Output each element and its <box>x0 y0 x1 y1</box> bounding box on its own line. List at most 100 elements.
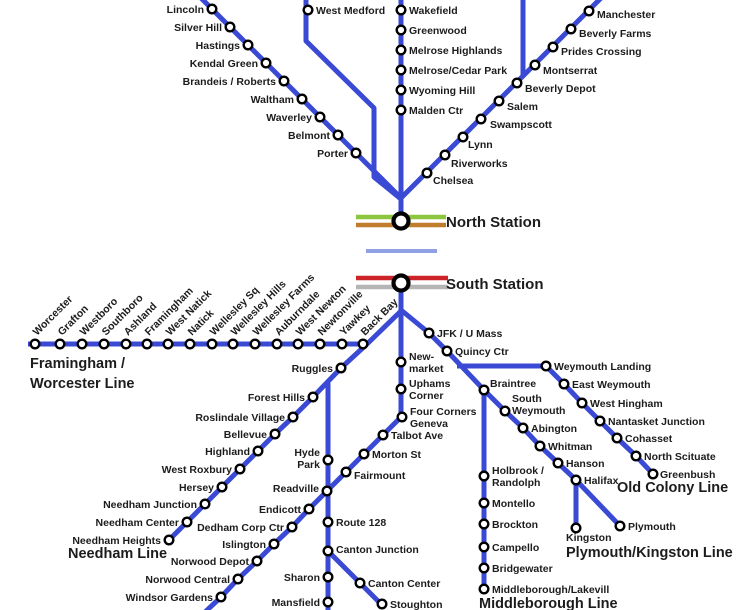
station-dot-grafton <box>54 338 66 350</box>
station-dot-prides-crossing <box>547 41 559 53</box>
station-dot-talbot-ave <box>377 429 389 441</box>
station-label-bellevue: Bellevue <box>224 429 267 441</box>
station-label-route-128: Route 128 <box>336 517 386 529</box>
station-dot-hersey <box>216 481 228 493</box>
station-dot-auburndale <box>271 338 283 350</box>
station-dot-braintree <box>478 384 490 396</box>
station-label-talbot-ave: Talbot Ave <box>391 430 443 442</box>
station-label-stoughton: Stoughton <box>390 599 442 610</box>
station-dot-islington <box>268 538 280 550</box>
station-label-plymouth: Plymouth <box>628 521 676 533</box>
station-label-manchester: Manchester <box>597 9 655 21</box>
station-dot-roslindale-village <box>287 411 299 423</box>
station-label-beverly-farms: Beverly Farms <box>579 28 652 40</box>
station-dot-canton-junction <box>322 545 334 557</box>
station-dot-dedham-corp-ctr <box>286 521 298 533</box>
station-dot-melrose-highlands <box>395 44 407 56</box>
station-dot-sharon <box>322 571 334 583</box>
station-dot-windsor-gardens <box>215 591 227 603</box>
station-label-norwood-central: Norwood Central <box>145 574 230 586</box>
station-dot-silver-hill <box>224 21 236 33</box>
plymouth-kingston-line-label: Plymouth/Kingston Line <box>566 545 733 561</box>
station-dot-kingston <box>570 522 582 534</box>
station-dot-needham-junction <box>199 498 211 510</box>
station-label-bridgewater: Bridgewater <box>492 563 553 575</box>
station-label-montserrat: Montserrat <box>543 65 598 77</box>
station-label-montello: Montello <box>492 498 535 510</box>
station-dot-melrose-cedar-park <box>395 64 407 76</box>
station-label-wyoming-hill: Wyoming Hill <box>409 85 475 97</box>
station-label-west-roxbury: West Roxbury <box>162 464 233 476</box>
station-label-halifax: Halifax <box>584 475 619 487</box>
station-dot-highland <box>252 445 264 457</box>
station-dot-west-hingham <box>576 397 588 409</box>
station-label-lynn: Lynn <box>468 139 493 151</box>
station-dot-lynn <box>457 131 469 143</box>
station-label-lincoln: Lincoln <box>167 4 204 16</box>
station-label-holbrook-randolph: Holbrook /Randolph <box>492 465 544 489</box>
station-label-west-medford: West Medford <box>316 5 385 17</box>
station-dot-east-weymouth <box>558 378 570 390</box>
station-label-waltham: Waltham <box>251 94 294 106</box>
station-dot-south-weymouth <box>499 405 511 417</box>
stoughton-branch <box>326 549 385 608</box>
station-dot-wellesley-hills <box>227 338 239 350</box>
station-dot-west-natick <box>162 338 174 350</box>
station-label-dedham-corp-ctr: Dedham Corp Ctr <box>197 522 284 534</box>
station-dot-canton-center <box>354 577 366 589</box>
station-dot-west-medford <box>302 4 314 16</box>
station-dot-stoughton <box>376 598 388 610</box>
station-dot-natick <box>184 338 196 350</box>
station-dot-framingham <box>141 338 153 350</box>
station-label-norwood-depot: Norwood Depot <box>171 556 250 568</box>
station-label-melrose-cedar-park: Melrose/Cedar Park <box>409 65 507 77</box>
station-label-canton-junction: Canton Junction <box>336 544 419 556</box>
station-label-middleborough-lakevill: Middleborough/Lakevill <box>492 584 609 596</box>
station-dot-plymouth <box>614 520 626 532</box>
south-station-symbol <box>391 273 411 293</box>
station-dot-brandeis-roberts <box>278 75 290 87</box>
station-dot-nantasket-junction <box>594 415 606 427</box>
station-label-windsor-gardens: Windsor Gardens <box>126 592 214 604</box>
station-dot-malden-ctr <box>395 104 407 116</box>
station-label-mansfield: Mansfield <box>272 597 320 609</box>
station-label-greenwood: Greenwood <box>409 25 467 37</box>
old-colony-trunk <box>399 308 486 392</box>
station-dot-cohasset <box>611 432 623 444</box>
south-station-label: South Station <box>446 276 544 293</box>
station-dot-new-market <box>395 356 407 368</box>
station-dot-four-corners-geneva <box>396 411 408 423</box>
station-dot-forest-hills <box>307 391 319 403</box>
station-label-needham-heights: Needham Heights <box>72 535 161 547</box>
station-label-jfk-u-mass: JFK / U Mass <box>437 328 503 340</box>
station-dot-norwood-central <box>232 573 244 585</box>
station-dot-norwood-depot <box>251 555 263 567</box>
station-dot-middleborough-lakevill <box>478 583 490 595</box>
station-dot-montello <box>478 497 490 509</box>
station-dot-kendal-green <box>260 57 272 69</box>
station-dot-morton-st <box>358 448 370 460</box>
lowell-line <box>303 0 403 201</box>
station-dot-porter <box>350 147 362 159</box>
station-label-wakefield: Wakefield <box>409 5 458 17</box>
station-label-chelsea: Chelsea <box>433 175 473 187</box>
station-dot-riverworks <box>439 149 451 161</box>
north-station-label: North Station <box>446 214 541 231</box>
plymouth-branch <box>574 478 622 528</box>
framingham-worcester-line-label: Framingham /Worcester Line <box>30 356 135 392</box>
north-station-symbol <box>391 211 411 231</box>
station-label-salem: Salem <box>507 101 538 113</box>
station-dot-newtonville <box>314 338 326 350</box>
station-dot-endicott <box>303 503 315 515</box>
station-dot-weymouth-landing <box>540 360 552 372</box>
station-dot-greenbush <box>647 468 659 480</box>
station-dot-beverly-farms <box>565 23 577 35</box>
station-dot-route-128 <box>322 516 334 528</box>
station-label-islington: Islington <box>222 539 266 551</box>
station-label-porter: Porter <box>317 148 348 160</box>
station-dot-back-bay <box>357 338 369 350</box>
